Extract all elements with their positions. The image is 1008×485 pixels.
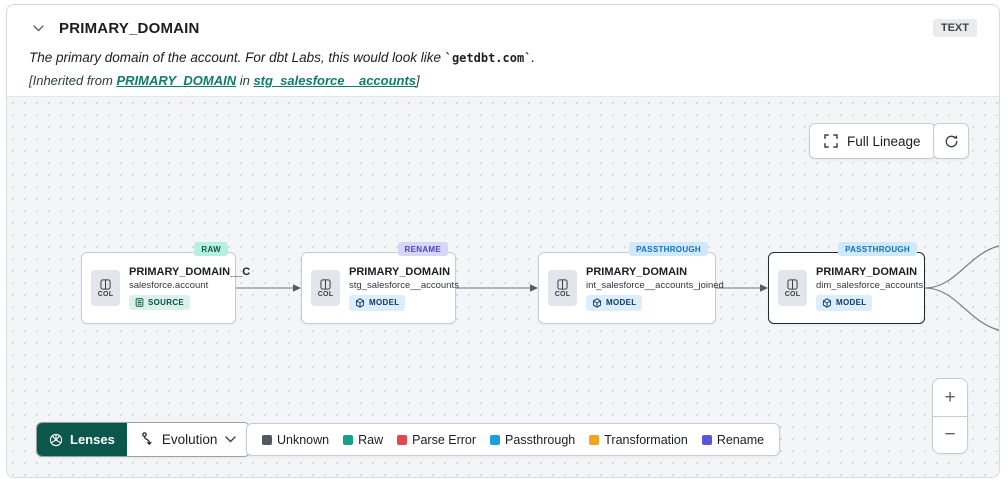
legend-item: Raw	[343, 433, 383, 447]
collapse-chevron-icon[interactable]	[29, 19, 47, 37]
source-icon	[135, 298, 144, 307]
column-chip-label: COL	[784, 290, 801, 298]
lineage-node-staging[interactable]: RENAME COL PRIMARY_DOMAIN stg_salesforce…	[301, 242, 459, 324]
inherited-prefix: [Inherited from	[29, 73, 117, 88]
model-cube-icon	[355, 297, 365, 308]
column-chip: COL	[778, 270, 807, 306]
column-chip: COL	[91, 270, 120, 306]
column-lineage-panel: PRIMARY_DOMAIN TEXT The primary domain o…	[6, 4, 1000, 478]
node-title: PRIMARY_DOMAIN__C	[129, 266, 251, 278]
node-evolution-badge: RENAME	[397, 242, 448, 256]
node-evolution-badge: PASSTHROUGH	[838, 242, 917, 256]
column-chip: COL	[311, 270, 340, 306]
columns-icon	[787, 278, 798, 290]
legend-swatch-icon	[701, 434, 712, 445]
resource-type-badge: MODEL	[349, 294, 406, 311]
legend-item: Transformation	[589, 433, 688, 447]
resource-type-label: SOURCE	[148, 298, 185, 307]
resource-type-label: MODEL	[836, 298, 867, 307]
lineage-node-source[interactable]: RAW COL PRIMARY_DOMAIN__C salesforce.acc…	[81, 242, 251, 324]
legend-label: Transformation	[604, 432, 688, 447]
lenses-label: Lenses	[70, 432, 115, 447]
column-chip: COL	[548, 270, 577, 306]
inherited-note: [Inherited from PRIMARY_DOMAIN in stg_sa…	[29, 73, 977, 88]
column-chip-label: COL	[317, 290, 334, 298]
resource-type-label: MODEL	[369, 298, 400, 307]
refresh-button[interactable]	[933, 123, 969, 159]
legend-swatch-icon	[589, 434, 600, 445]
column-chip-label: COL	[554, 290, 571, 298]
legend-item: Passthrough	[490, 433, 575, 447]
column-title: PRIMARY_DOMAIN	[59, 19, 200, 37]
evolution-label: Evolution	[161, 432, 218, 447]
columns-icon	[320, 278, 331, 290]
inherited-middle: in	[236, 73, 254, 88]
lineage-edges	[236, 245, 999, 331]
legend-swatch-icon	[490, 434, 501, 445]
expand-brackets-icon	[824, 134, 838, 148]
node-evolution-badge: PASSTHROUGH	[629, 242, 708, 256]
legend-swatch-icon	[343, 434, 354, 445]
node-evolution-badge: RAW	[194, 242, 228, 256]
description-text: The primary domain of the account. For d…	[29, 50, 445, 65]
column-description: The primary domain of the account. For d…	[29, 50, 977, 65]
legend-label: Rename	[716, 432, 765, 447]
node-model-name: salesforce.account	[129, 280, 209, 291]
node-model-name: int_salesforce__accounts_joined	[586, 279, 724, 291]
column-chip-label: COL	[97, 290, 114, 298]
legend-label: Passthrough	[505, 432, 576, 447]
resource-type-badge: MODEL	[586, 294, 643, 311]
resource-type-badge: MODEL	[816, 294, 873, 311]
model-cube-icon	[592, 297, 602, 308]
node-model-name: dim_salesforce_accounts	[816, 279, 924, 291]
column-type-badge: TEXT	[932, 19, 977, 37]
full-lineage-button[interactable]: Full Lineage	[809, 123, 936, 159]
legend-label: Parse Error	[412, 432, 477, 447]
node-title: PRIMARY_DOMAIN	[586, 265, 688, 278]
node-title: PRIMARY_DOMAIN	[816, 265, 918, 278]
lens-aperture-icon	[49, 433, 63, 446]
zoom-in-button[interactable]: +	[933, 379, 967, 416]
column-header: PRIMARY_DOMAIN TEXT The primary domain o…	[7, 5, 999, 96]
legend-label: Unknown	[277, 432, 330, 447]
description-suffix: .	[531, 50, 536, 65]
legend-item: Unknown	[262, 433, 329, 447]
evolution-dropdown[interactable]: Evolution	[126, 423, 250, 456]
zoom-controls: + −	[932, 378, 968, 454]
lineage-node-intermediate[interactable]: PASSTHROUGH COL PRIMARY_DOMAIN int_sales…	[538, 242, 724, 324]
legend-label: Raw	[358, 432, 384, 447]
lineage-node-dim-selected[interactable]: PASSTHROUGH COL PRIMARY_DOMAIN dim_sales…	[768, 242, 925, 324]
inherited-model-link[interactable]: stg_salesforce__accounts	[253, 73, 417, 88]
zoom-out-button[interactable]: −	[933, 416, 967, 453]
node-title: PRIMARY_DOMAIN	[349, 265, 451, 278]
legend: Unknown Raw Parse Error Passthrough Transfor…	[246, 423, 781, 456]
chevron-down-icon	[225, 436, 237, 443]
legend-swatch-icon	[262, 434, 272, 445]
inherited-suffix: ]	[416, 73, 420, 88]
legend-item: Rename	[701, 432, 765, 447]
lineage-canvas[interactable]: Full Lineage RAW COL PRIMARY_DOMAIN__C s…	[7, 96, 999, 477]
resource-type-badge: SOURCE	[129, 295, 191, 310]
description-code: `getdbt.com`	[444, 51, 532, 65]
columns-icon	[557, 278, 568, 290]
legend-item: Parse Error	[397, 433, 476, 447]
legend-swatch-icon	[397, 434, 408, 445]
resource-type-label: MODEL	[606, 298, 637, 307]
evolution-route-icon	[142, 432, 152, 446]
inherited-column-link[interactable]: PRIMARY_DOMAIN	[116, 73, 237, 88]
full-lineage-label: Full Lineage	[847, 133, 921, 149]
lens-selector: Lenses Evolution	[36, 422, 251, 457]
lenses-button[interactable]: Lenses	[37, 423, 127, 456]
columns-icon	[100, 278, 111, 290]
node-model-name: stg_salesforce__accounts	[349, 279, 459, 291]
model-cube-icon	[822, 297, 832, 308]
